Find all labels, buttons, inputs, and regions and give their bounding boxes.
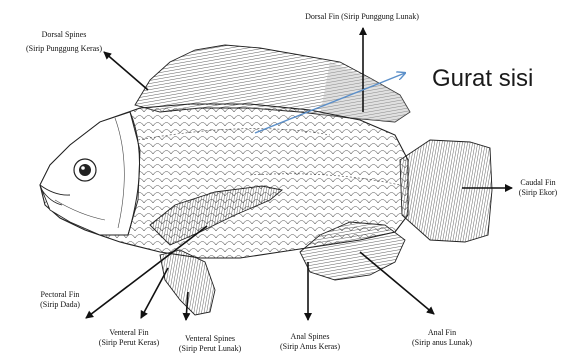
label-ventral-spines-id: (Sirip Perut Lunak) (170, 344, 250, 354)
arrow-anal-fin (360, 252, 434, 314)
label-ventral-spines: Venteral Spines (Sirip Perut Lunak) (170, 334, 250, 354)
label-dorsal-fin-en: Dorsal Fin (Sirip Punggung Lunak) (282, 12, 442, 22)
label-dorsal-spines-id: (Sirip Punggung Keras) (8, 44, 120, 54)
label-pectoral-fin-id: (Sirip Dada) (28, 300, 92, 310)
dorsal-fin-soft-shade (320, 62, 410, 122)
label-anal-spines-id: (Sirip Anus Keras) (270, 342, 350, 352)
label-ventral-fin: Venteral Fin (Sirip Perut Keras) (88, 328, 170, 348)
caudal-fin-shape (400, 140, 492, 242)
label-ventral-fin-en: Venteral Fin (88, 328, 170, 338)
label-pectoral-fin-en: Pectoral Fin (28, 290, 92, 300)
label-caudal-fin-id: (Sirip Ekor) (514, 188, 562, 198)
label-lateral-line: Gurat sisi (432, 65, 533, 93)
label-anal-fin: Anal Fin (Sirip anus Lunak) (402, 328, 482, 348)
arrow-ventral-fin (141, 268, 168, 318)
label-anal-spines-en: Anal Spines (270, 332, 350, 342)
label-caudal-fin-en: Caudal Fin (514, 178, 562, 188)
label-anal-fin-en: Anal Fin (402, 328, 482, 338)
label-caudal-fin: Caudal Fin (Sirip Ekor) (514, 178, 562, 198)
label-ventral-spines-en: Venteral Spines (170, 334, 250, 344)
label-dorsal-fin: Dorsal Fin (Sirip Punggung Lunak) (282, 12, 442, 22)
label-dorsal-spines: Dorsal Spines (Sirip Punggung Keras) (8, 30, 120, 54)
label-dorsal-spines-en: Dorsal Spines (8, 30, 120, 40)
arrow-dorsal-spines (104, 52, 148, 90)
label-anal-fin-id: (Sirip anus Lunak) (402, 338, 482, 348)
label-pectoral-fin: Pectoral Fin (Sirip Dada) (28, 290, 92, 310)
label-ventral-fin-id: (Sirip Perut Keras) (88, 338, 170, 348)
label-anal-spines: Anal Spines (Sirip Anus Keras) (270, 332, 350, 352)
